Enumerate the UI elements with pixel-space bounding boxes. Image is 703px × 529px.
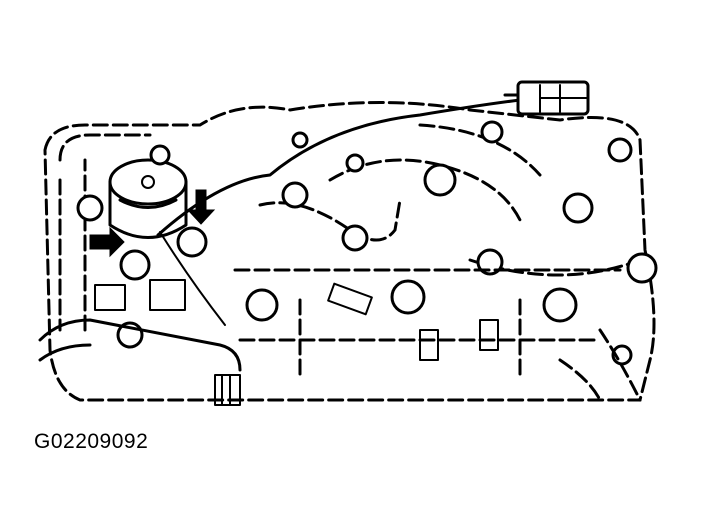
- bracket-left: [94, 284, 126, 311]
- small-rect-b: [479, 319, 499, 351]
- small-rect-c: [419, 329, 439, 361]
- bolt-group-left: [76, 144, 208, 349]
- center-pipe-a: [258, 198, 402, 242]
- arrow-left: [89, 226, 125, 258]
- bracket-left-2: [149, 279, 186, 311]
- right-edge-curves: [558, 328, 642, 402]
- lower-plate: [233, 268, 622, 382]
- left-tube: [58, 133, 152, 332]
- electrical-connector: [503, 80, 590, 116]
- lower-left-tube: [38, 318, 242, 372]
- bolt-group-center: [245, 120, 658, 366]
- wire-drop: [159, 231, 226, 326]
- lower-left-tube-inner: [38, 343, 92, 362]
- solenoid-valve: [108, 158, 188, 239]
- figure-caption: G02209092: [34, 430, 149, 453]
- arrow-right: [186, 189, 216, 225]
- small-rect-a: [327, 282, 373, 316]
- bottom-ribs: [214, 374, 241, 406]
- wire-harness: [156, 98, 522, 237]
- housing-outline: [43, 101, 656, 402]
